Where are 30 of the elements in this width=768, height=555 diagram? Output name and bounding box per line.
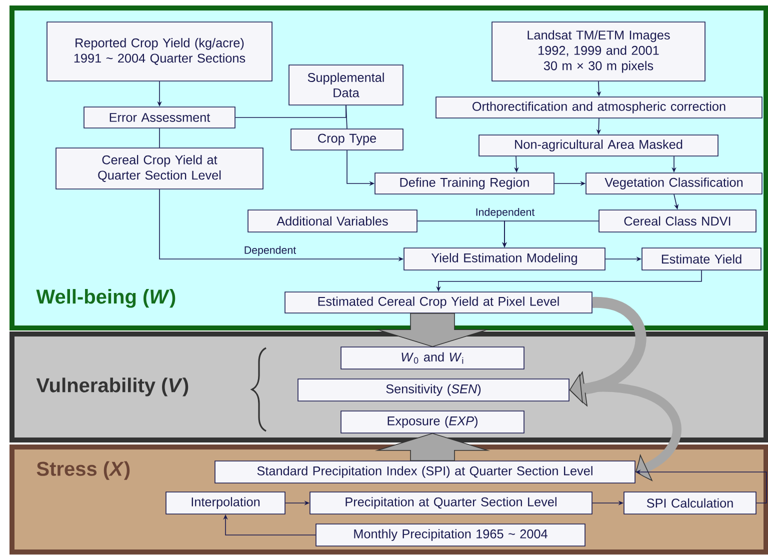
process-box: Exposure (EXP) xyxy=(340,410,524,434)
process-box: Define Training Region xyxy=(374,172,554,194)
block-arrow xyxy=(374,313,490,347)
edge-label: Dependent xyxy=(242,244,298,258)
process-box: Vegetation Classification xyxy=(586,172,762,194)
process-box: Landsat TM/ETM Images 1992, 1999 and 2001 30 m × 30 m pixels xyxy=(492,22,706,82)
edge-label: Independent xyxy=(474,206,536,220)
process-box: Estimate Yield xyxy=(642,248,762,270)
block-arrow xyxy=(374,432,490,461)
process-box: Precipitation at Quarter Section Level xyxy=(310,492,592,514)
process-box: Sensitivity (SEN) xyxy=(298,378,570,402)
process-box: Interpolation xyxy=(166,492,286,514)
process-box: Reported Crop Yield (kg/acre) 1991 ~ 2004 Quarter Sections xyxy=(46,22,272,82)
process-box: Crop Type xyxy=(290,128,404,150)
process-box: Standard Precipitation Index (SPI) at Quarter Section Level xyxy=(214,460,636,484)
process-box: Yield Estimation Modeling xyxy=(404,248,606,270)
process-box: Estimated Cereal Crop Yield at Pixel Level xyxy=(284,292,592,314)
connector-line xyxy=(235,105,346,118)
process-box: Non-agricultural Area Masked xyxy=(478,134,718,156)
process-box: Supplemental Data xyxy=(288,64,404,106)
process-box: Error Assessment xyxy=(84,106,236,128)
process-box: Monthly Precipitation 1965 ~ 2004 xyxy=(316,524,586,546)
block-arrow xyxy=(570,374,682,481)
process-box: Cereal Class NDVI xyxy=(598,210,756,232)
process-box: W$_{0}$ and W$_{i}$ xyxy=(340,346,524,370)
process-box: Additional Variables xyxy=(248,210,418,232)
process-box: Orthorectification and atmospheric correction xyxy=(436,96,762,118)
process-box: SPI Calculation xyxy=(624,492,756,514)
connector-line xyxy=(159,128,160,148)
process-box: Cereal Crop Yield at Quarter Section Level xyxy=(56,148,264,190)
